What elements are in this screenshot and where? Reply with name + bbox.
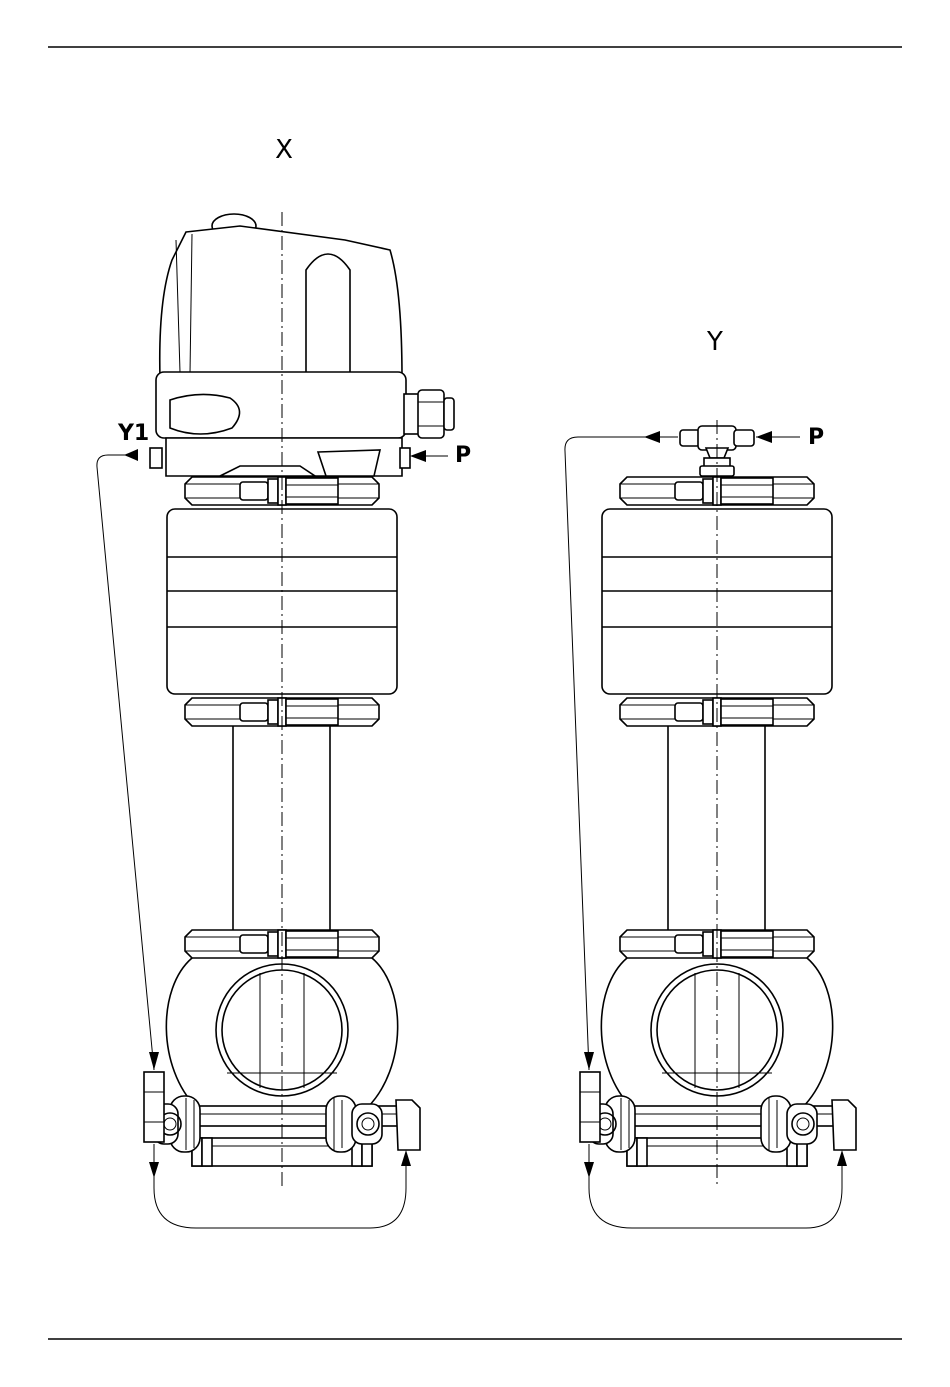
view-label-y: Y (706, 327, 723, 357)
elbow-fitting (396, 1100, 420, 1150)
positioner-head (150, 214, 454, 476)
valve-body (154, 958, 402, 1166)
port-label-p-left: P (455, 443, 471, 468)
port-label-y1: Y1 (117, 421, 149, 446)
pilot-fitting (144, 1072, 164, 1142)
elbow-fitting (832, 1100, 856, 1150)
pilot-fitting (580, 1072, 600, 1142)
assembly-x (97, 212, 454, 1228)
port-label-p-right: P (808, 425, 824, 450)
assembly-y (565, 420, 856, 1228)
valve-body (589, 958, 837, 1166)
view-label-x: X (275, 135, 293, 165)
